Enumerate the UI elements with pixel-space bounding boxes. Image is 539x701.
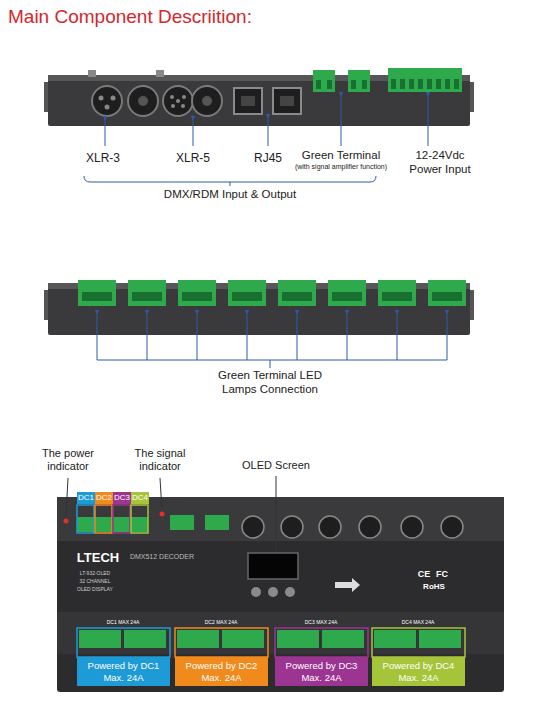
label-text: DC1 MAX 24A	[83, 619, 163, 625]
label-text: 12-24Vdc Power Input	[403, 149, 478, 177]
label-text: OLED DISPLAY	[65, 586, 125, 592]
node-text: Powered by DC3 Max. 24A	[278, 660, 365, 684]
callout-lines	[66, 476, 276, 552]
label-text: OLED Screen	[226, 459, 326, 472]
device-side-top	[44, 68, 474, 126]
label-text: DMX/RDM Input & Output	[120, 188, 340, 202]
label-text: Green Terminal	[286, 149, 396, 163]
node-text: DC2	[96, 493, 112, 503]
node-text: DC1	[78, 493, 94, 503]
label-text: DMX512 DECODER	[122, 553, 202, 561]
label-text: DC2 MAX 24A	[181, 619, 261, 625]
node-text: Powered by DC2 Max. 24A	[178, 660, 265, 684]
node-text: Powered by DC1 Max. 24A	[80, 660, 167, 684]
device-front	[57, 497, 504, 692]
bracket-lines	[97, 312, 447, 368]
label-text: LTECH	[70, 550, 126, 566]
label-text: XLR-5	[163, 151, 223, 165]
label-text: LT-932-OLED	[65, 570, 125, 576]
label-text: XLR-3	[73, 151, 133, 165]
power-group-box: Powered by DC3 Max. 24A	[275, 657, 368, 686]
label-text: DC3 MAX 24A	[281, 619, 361, 625]
device-side-bottom	[44, 280, 474, 335]
label-text: RoHS	[414, 582, 454, 592]
label-text: The power indicator	[32, 447, 104, 473]
leader-lines	[84, 94, 428, 186]
node-text: DC4	[132, 493, 148, 503]
power-group-box: Powered by DC1 Max. 24A	[77, 657, 170, 686]
label-text: FC	[432, 569, 452, 580]
label-text: CE	[414, 569, 434, 580]
power-group-box: Powered by DC4 Max. 24A	[372, 657, 465, 686]
node-text: Powered by DC4 Max. 24A	[375, 660, 462, 684]
label-text: 32 CHANNEL	[65, 578, 125, 584]
label-text: The signal indicator	[124, 447, 196, 473]
power-group-box: Powered by DC2 Max. 24A	[175, 657, 268, 686]
label-text: DC4 MAX 24A	[378, 619, 458, 625]
channel-tag: DC3	[113, 492, 131, 504]
label-text: RJ45	[238, 151, 298, 165]
label-text: (with signal amplifier function)	[261, 163, 421, 171]
label-text: Green Terminal LED Lamps Connection	[208, 369, 333, 397]
node-text: DC3	[114, 493, 130, 503]
channel-tag: DC2	[95, 492, 113, 504]
channel-tag: DC1	[77, 492, 95, 504]
channel-tag: DC4	[131, 492, 149, 504]
page-title: Main Component Descriition:	[8, 6, 252, 29]
